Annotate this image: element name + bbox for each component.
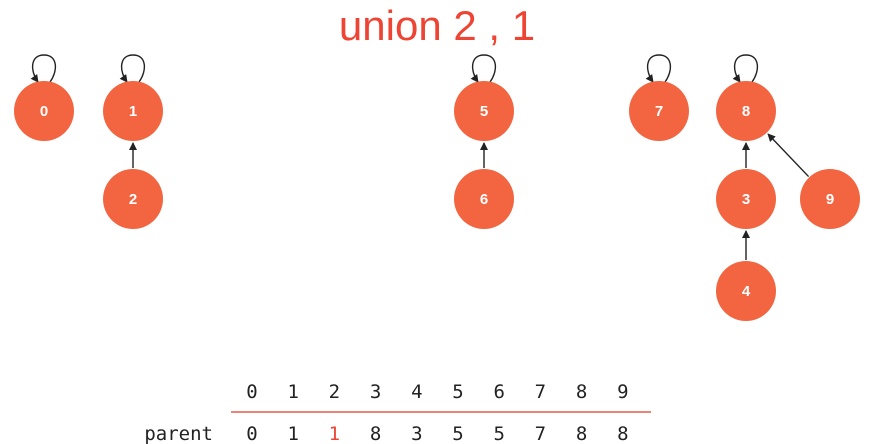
node-label-2: 2 xyxy=(129,191,137,208)
node-8: 8 xyxy=(716,54,776,141)
node-label-3: 3 xyxy=(742,191,750,208)
parent-cell-7: 7 xyxy=(535,423,546,444)
parent-cell-6: 5 xyxy=(493,423,504,444)
index-cell-3: 3 xyxy=(370,381,381,403)
node-circle-1 xyxy=(103,81,163,141)
node-7: 7 xyxy=(629,54,689,141)
self-loop-1 xyxy=(119,54,146,83)
parent-row-label: parent xyxy=(144,423,213,444)
parent-cell-2: 1 xyxy=(329,423,340,444)
edge-9-to-8 xyxy=(767,133,810,178)
node-circle-8 xyxy=(716,81,776,141)
parent-cell-0: 0 xyxy=(246,423,257,444)
self-loop-7 xyxy=(645,54,672,83)
self-loop-8 xyxy=(732,54,759,83)
index-cell-0: 0 xyxy=(246,381,257,403)
node-5: 5 xyxy=(454,54,514,141)
node-label-6: 6 xyxy=(480,191,488,208)
parent-cell-8: 8 xyxy=(576,423,587,444)
parent-cell-3: 8 xyxy=(370,423,381,444)
node-label-5: 5 xyxy=(480,103,488,120)
parent-cell-5: 5 xyxy=(452,423,463,444)
nodes-layer: 0 1 2 5 6 7 8 3 9 4 xyxy=(14,54,860,321)
self-loop-0 xyxy=(30,54,57,83)
node-label-4: 4 xyxy=(742,283,751,300)
node-label-9: 9 xyxy=(826,191,834,208)
index-cell-9: 9 xyxy=(617,381,628,403)
diagram-title: union 2 , 1 xyxy=(338,2,536,49)
node-circle-6 xyxy=(454,169,514,229)
index-cell-2: 2 xyxy=(329,381,340,403)
node-circle-0 xyxy=(14,81,74,141)
node-1: 1 xyxy=(103,54,163,141)
node-label-8: 8 xyxy=(742,103,750,120)
parent-table: 0 1 2 3 4 5 6 7 8 9 parent 0 1 1 8 3 5 5 7 8 8 xyxy=(144,381,651,444)
node-0: 0 xyxy=(14,54,74,141)
node-label-0: 0 xyxy=(40,103,48,120)
index-cell-4: 4 xyxy=(411,381,422,403)
node-2: 2 xyxy=(103,169,163,229)
node-4: 4 xyxy=(716,261,776,321)
node-circle-7 xyxy=(629,81,689,141)
parent-cell-4: 3 xyxy=(411,423,422,444)
node-3: 3 xyxy=(716,169,776,229)
node-9: 9 xyxy=(800,169,860,229)
parent-cell-9: 8 xyxy=(617,423,628,444)
node-6: 6 xyxy=(454,169,514,229)
index-cell-8: 8 xyxy=(576,381,587,403)
self-loop-5 xyxy=(470,54,497,83)
node-circle-5 xyxy=(454,81,514,141)
index-cell-6: 6 xyxy=(493,381,504,403)
node-circle-4 xyxy=(716,261,776,321)
edges-layer xyxy=(129,133,810,260)
node-label-1: 1 xyxy=(129,103,137,120)
node-label-7: 7 xyxy=(655,103,663,120)
index-cell-1: 1 xyxy=(287,381,298,403)
index-cell-5: 5 xyxy=(452,381,463,403)
index-cell-7: 7 xyxy=(535,381,546,403)
node-circle-2 xyxy=(103,169,163,229)
parent-cell-1: 1 xyxy=(287,423,298,444)
node-circle-9 xyxy=(800,169,860,229)
node-circle-3 xyxy=(716,169,776,229)
